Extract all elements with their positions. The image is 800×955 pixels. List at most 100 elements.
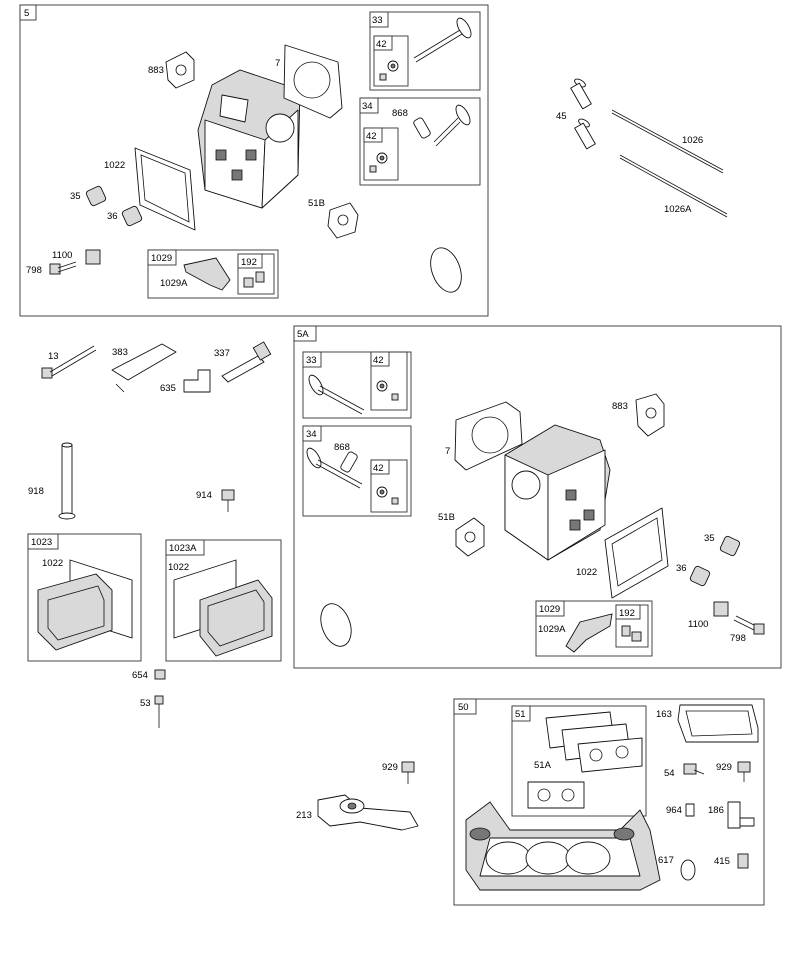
part-1029A-label: 1029A bbox=[538, 624, 566, 635]
group-33-label: 33 bbox=[306, 355, 317, 366]
part-617-label: 617 bbox=[658, 855, 674, 866]
group-42-label: 42 bbox=[373, 355, 384, 366]
group-192-label: 192 bbox=[619, 608, 635, 619]
part-213-label: 213 bbox=[296, 810, 312, 821]
group-5A: 5A 33 42 34 868 42 bbox=[293, 325, 782, 669]
part-798-label: 798 bbox=[730, 633, 746, 644]
screw-icon bbox=[221, 489, 235, 512]
gasket-small-icon bbox=[327, 202, 359, 239]
part-36-label: 36 bbox=[107, 211, 118, 222]
intake-gaskets-icon bbox=[527, 711, 643, 809]
bolt-icon bbox=[49, 261, 77, 275]
screw-icon bbox=[737, 761, 751, 782]
group-51-label: 51 bbox=[515, 709, 526, 720]
part-1029A-label: 1029A bbox=[160, 278, 188, 289]
bolt-icon bbox=[41, 345, 97, 379]
cylinder-head-icon bbox=[197, 69, 301, 209]
part-383-label: 383 bbox=[112, 347, 128, 358]
part-1022-label: 1022 bbox=[104, 160, 125, 171]
fitting-icon bbox=[727, 801, 755, 829]
valve-cover-icon bbox=[173, 559, 273, 657]
part-51B-label: 51B bbox=[438, 512, 455, 523]
flange-gasket-icon bbox=[677, 704, 759, 743]
lifter-icon bbox=[570, 78, 596, 150]
part-36-label: 36 bbox=[676, 563, 687, 574]
bolt-icon bbox=[733, 615, 765, 635]
part-1022-label: 1022 bbox=[168, 562, 189, 573]
part-929-label: 929 bbox=[382, 762, 398, 773]
group-34-label: 34 bbox=[306, 429, 317, 440]
part-635-label: 635 bbox=[160, 383, 176, 394]
group-5: 5 33 42 34 868 42 bbox=[19, 4, 489, 317]
nut-icon bbox=[154, 669, 166, 680]
group-42-label: 42 bbox=[373, 463, 384, 474]
breather-tube-icon bbox=[111, 343, 177, 393]
part-883-label: 883 bbox=[612, 401, 628, 412]
part-868-label: 868 bbox=[334, 442, 350, 453]
head-gasket-icon bbox=[283, 44, 343, 119]
part-1022-label: 1022 bbox=[42, 558, 63, 569]
elbow-icon bbox=[183, 369, 211, 393]
valve-icon bbox=[413, 17, 472, 63]
keeper-icon bbox=[369, 152, 388, 173]
part-53-label: 53 bbox=[140, 698, 151, 709]
group-33-label: 33 bbox=[372, 15, 383, 26]
spring-icon bbox=[85, 185, 107, 207]
spring-icon bbox=[121, 205, 143, 227]
bracket-icon bbox=[317, 794, 419, 831]
o-ring-icon bbox=[320, 603, 352, 647]
spring-icon bbox=[719, 535, 741, 557]
part-415-label: 415 bbox=[714, 856, 730, 867]
bracket-assembly: 929 213 bbox=[296, 761, 419, 831]
part-883-label: 883 bbox=[148, 65, 164, 76]
group-192-label: 192 bbox=[241, 257, 257, 268]
part-35-label: 35 bbox=[70, 191, 81, 202]
cover-gasket-icon bbox=[134, 147, 196, 231]
group-50-label: 50 bbox=[458, 702, 469, 713]
head-gasket-icon bbox=[454, 401, 523, 471]
part-1100-label: 1100 bbox=[52, 250, 72, 261]
screw-icon bbox=[683, 763, 705, 775]
group-42-label: 42 bbox=[366, 131, 377, 142]
nut-icon bbox=[243, 271, 265, 288]
part-186-label: 186 bbox=[708, 805, 724, 816]
part-1022-label: 1022 bbox=[576, 567, 597, 578]
group-50: 50 51 51A 163 54 929 964 bbox=[453, 698, 765, 906]
part-35-label: 35 bbox=[704, 533, 715, 544]
pushrods: 45 1026 1026A bbox=[556, 78, 728, 218]
cover-gasket-icon bbox=[604, 507, 669, 599]
o-ring-icon bbox=[680, 859, 696, 881]
part-1100-label: 1100 bbox=[688, 619, 708, 630]
group-1023A-label: 1023A bbox=[169, 543, 197, 554]
part-51B-label: 51B bbox=[308, 198, 325, 209]
valve-guide-icon bbox=[413, 104, 471, 147]
spring-icon bbox=[689, 565, 711, 587]
part-337-label: 337 bbox=[214, 348, 230, 359]
rocker-arm-icon bbox=[565, 613, 613, 653]
o-ring-icon bbox=[430, 247, 462, 293]
nut-icon bbox=[85, 249, 101, 265]
keeper-icon bbox=[379, 60, 399, 81]
group-1029-label: 1029 bbox=[539, 604, 560, 615]
group-34-label: 34 bbox=[362, 101, 373, 112]
part-45-label: 45 bbox=[556, 111, 567, 122]
part-163-label: 163 bbox=[656, 709, 672, 720]
nut-icon bbox=[713, 601, 729, 617]
part-929-label: 929 bbox=[716, 762, 732, 773]
keeper-icon bbox=[376, 380, 399, 401]
part-654-label: 654 bbox=[132, 670, 148, 681]
valve-guide-icon bbox=[306, 447, 363, 489]
dipstick-tube-icon bbox=[58, 442, 76, 520]
part-54-label: 54 bbox=[664, 768, 675, 779]
loose-parts-left: 13 383 337 635 918 914 bbox=[27, 341, 282, 728]
part-1026-label: 1026 bbox=[682, 135, 703, 146]
part-51A-label: 51A bbox=[534, 760, 552, 771]
part-868-label: 868 bbox=[392, 108, 408, 119]
nut-icon bbox=[621, 625, 642, 642]
gasket-small-icon bbox=[165, 51, 195, 89]
cylinder-head-icon bbox=[504, 424, 611, 561]
valve-icon bbox=[308, 374, 365, 415]
group-1023-label: 1023 bbox=[31, 537, 52, 548]
part-13-label: 13 bbox=[48, 351, 59, 362]
